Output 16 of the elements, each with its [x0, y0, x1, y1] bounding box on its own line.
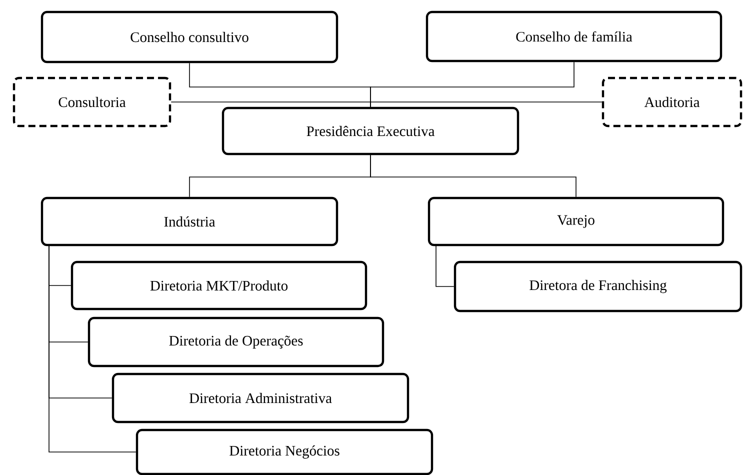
org-box: Diretoria Negócios — [136, 428, 434, 475]
org-box: Conselho consultivo — [40, 10, 338, 64]
connector-line — [370, 102, 602, 108]
org-box: Varejo — [428, 196, 724, 246]
dashed-box: Consultoria — [12, 76, 172, 128]
connector-line — [436, 244, 454, 287]
org-box: Diretoria Administrativa — [112, 372, 410, 424]
connector-line — [48, 244, 136, 452]
org-box: Diretora de Franchising — [454, 260, 742, 312]
org-box: Presidência Executiva — [222, 106, 520, 156]
org-box: Conselho de família — [426, 10, 722, 62]
dashed-box: Auditoria — [602, 76, 742, 128]
org-box: Diretoria MKT/Produto — [70, 260, 368, 310]
org-box: Diretoria de Operações — [88, 316, 384, 368]
org-box: Indústria — [40, 196, 338, 246]
connector-line — [370, 154, 576, 198]
